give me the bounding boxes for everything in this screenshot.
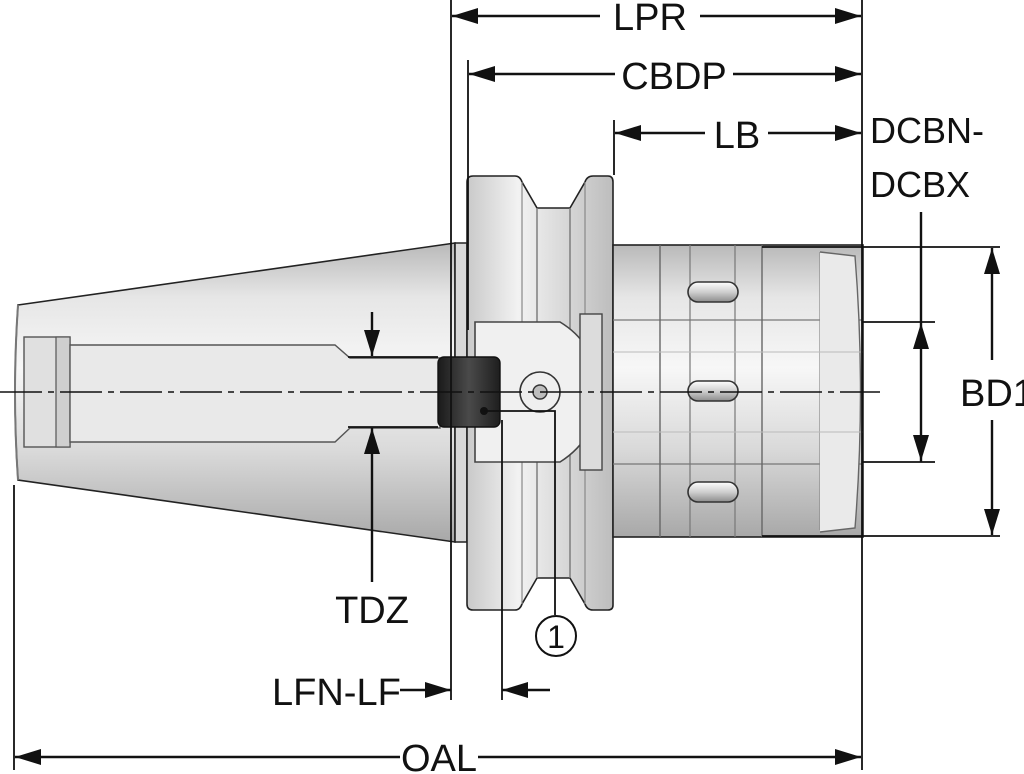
- label-oal: OAL: [401, 738, 477, 774]
- taper-shank: [14, 242, 456, 543]
- label-dcbn: DCBN-: [870, 110, 984, 151]
- clamp-slots: [687, 281, 739, 503]
- dimension-dcbn: [913, 212, 929, 462]
- label-tdz: TDZ: [335, 590, 409, 632]
- label-bd1: BD1: [960, 373, 1024, 415]
- dimension-lpr: [452, 8, 861, 24]
- dimension-lb: [615, 125, 861, 141]
- label-lfn-lf: LFN-LF: [272, 672, 401, 714]
- label-lpr: LPR: [613, 0, 687, 39]
- label-lb: LB: [714, 115, 760, 157]
- label-dcbx: DCBX: [870, 164, 970, 205]
- dimension-cbdp: [469, 66, 861, 82]
- dimension-tdz: [364, 312, 380, 582]
- dimension-bd1: [984, 248, 1000, 535]
- dimension-lfn-lf: [400, 682, 550, 698]
- extension-lines: [13, 0, 1000, 770]
- dimension-oal: [15, 749, 861, 765]
- callout-number: 1: [547, 619, 565, 655]
- callout-leader: [480, 407, 577, 657]
- label-cbdp: CBDP: [621, 56, 727, 98]
